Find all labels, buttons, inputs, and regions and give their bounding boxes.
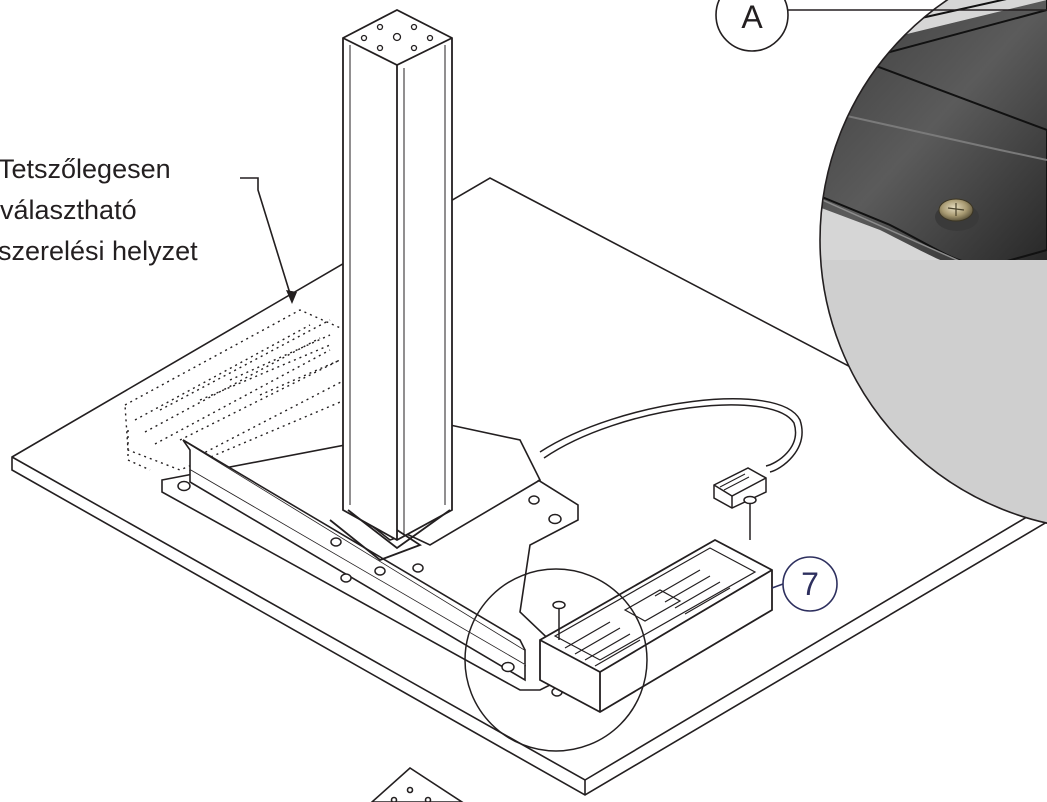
detail-marker-circle xyxy=(464,568,648,752)
control-box xyxy=(539,538,773,714)
annotation-arrowhead xyxy=(286,290,297,304)
detail-label: A xyxy=(741,0,763,35)
next-step-column-top xyxy=(370,766,464,802)
annotation-line-3: szerelési helyzet xyxy=(0,236,198,266)
lifting-column xyxy=(329,8,453,562)
detail-view-outline xyxy=(819,0,1047,524)
control-box-vents xyxy=(564,569,731,667)
detail-label-circle xyxy=(715,0,789,52)
control-cable xyxy=(539,398,803,473)
step-leader xyxy=(771,583,784,589)
mounting-screws xyxy=(552,495,757,640)
annotation-line-1: Tetszőlegesen xyxy=(0,154,171,184)
step-number: 7 xyxy=(801,566,819,602)
annotation-leader xyxy=(240,177,293,301)
column-top-holes xyxy=(360,23,434,52)
annotation-line-2: választható xyxy=(0,195,137,225)
